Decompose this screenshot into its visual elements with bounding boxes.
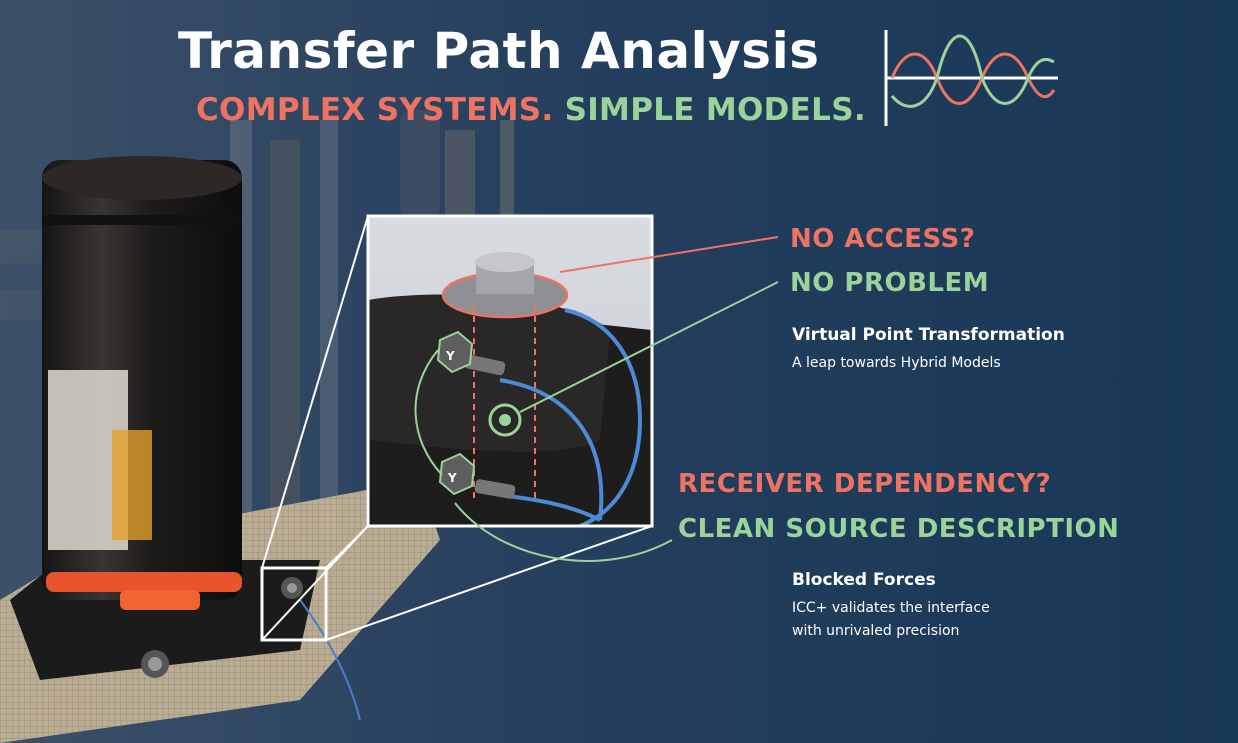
subtitle: COMPLEX SYSTEMS. SIMPLE MODELS. [196, 92, 866, 128]
waveform-icon [884, 30, 1058, 126]
sensor-label-1: Y [445, 349, 455, 363]
callout-no-access: NO ACCESS? [790, 224, 976, 254]
blocked-forces-line-1: ICC+ validates the interface [792, 600, 990, 616]
page-title: Transfer Path Analysis [178, 22, 820, 80]
blocked-forces-line-2: with unrivaled precision [792, 623, 960, 639]
zoom-source-box [260, 566, 328, 642]
callout-no-problem: NO PROBLEM [790, 268, 990, 298]
virtual-point-icon [488, 403, 522, 437]
virtual-point-heading: Virtual Point Transformation [792, 325, 1065, 345]
callout-clean-source: CLEAN SOURCE DESCRIPTION [678, 514, 1120, 544]
leader-no-problem [519, 281, 779, 413]
inset-photo: Y Y [366, 214, 654, 528]
blocked-forces-heading: Blocked Forces [792, 570, 936, 590]
accelerometer-icon: Y [438, 452, 476, 496]
background-pipes [0, 110, 514, 550]
subtitle-part-simple: SIMPLE MODELS. [564, 92, 866, 128]
callout-receiver-dependency: RECEIVER DEPENDENCY? [678, 469, 1052, 499]
subtitle-part-complex: COMPLEX SYSTEMS. [196, 92, 554, 128]
leader-no-access [559, 236, 779, 273]
leader-clean-source [454, 502, 673, 562]
virtual-point-description: A leap towards Hybrid Models [792, 355, 1001, 371]
sensor-label-2: Y [447, 471, 457, 485]
accelerometer-icon: Y [436, 330, 474, 374]
